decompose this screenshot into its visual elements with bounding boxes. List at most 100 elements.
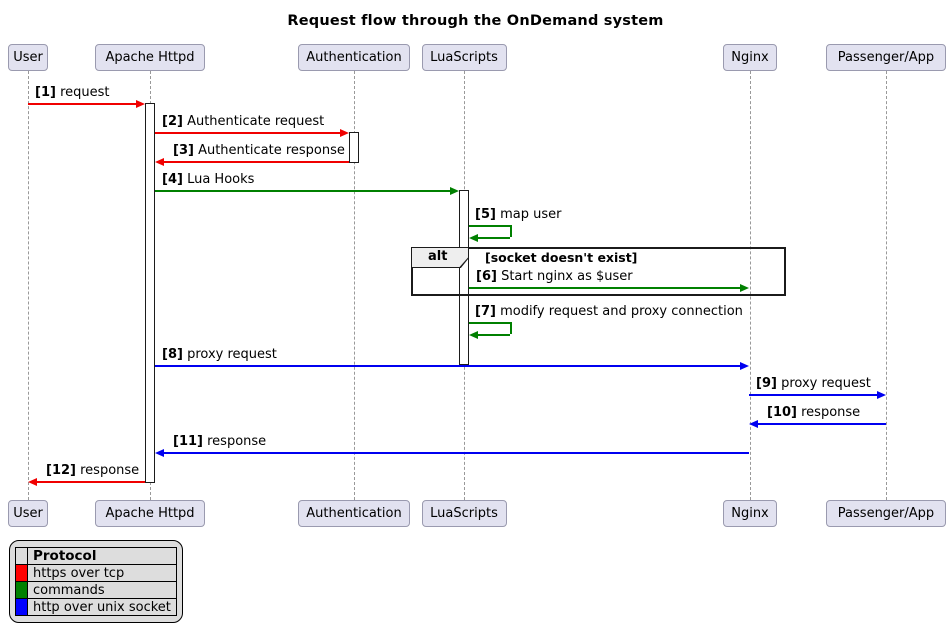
message-label: [12] response bbox=[46, 463, 139, 478]
lifeline-user bbox=[28, 71, 29, 500]
activation-bar bbox=[349, 132, 359, 163]
message-text: response bbox=[80, 463, 140, 478]
legend-label: commands bbox=[27, 581, 177, 599]
participant-box-top: Authentication bbox=[298, 44, 410, 71]
legend-row: http over unix socket bbox=[15, 598, 177, 616]
participant-box-bottom: Apache Httpd bbox=[95, 500, 205, 527]
message-seq: [6] bbox=[476, 269, 497, 284]
message-label: [6] Start nginx as $user bbox=[476, 269, 633, 284]
message-self-line-top bbox=[469, 322, 510, 324]
participant-box-bottom: User bbox=[8, 500, 48, 527]
message-line bbox=[155, 190, 451, 192]
message-seq: [1] bbox=[35, 85, 56, 100]
message-seq: [11] bbox=[173, 434, 203, 449]
message-line bbox=[749, 394, 878, 396]
participant-box-top: Nginx bbox=[723, 44, 777, 71]
message-label: [11] response bbox=[173, 434, 266, 449]
alt-frame bbox=[411, 247, 786, 296]
message-arrowhead bbox=[469, 331, 478, 339]
legend-swatch bbox=[15, 581, 28, 599]
message-line bbox=[28, 103, 137, 105]
message-label: [5] map user bbox=[475, 207, 561, 222]
alt-condition: [socket doesn't exist] bbox=[485, 250, 638, 265]
legend-label: http over unix socket bbox=[27, 598, 177, 616]
diagram-title: Request flow through the OnDemand system bbox=[287, 13, 664, 29]
message-text: Authenticate response bbox=[198, 143, 345, 158]
activation-bar bbox=[145, 103, 155, 483]
legend-row: commands bbox=[15, 581, 177, 599]
message-text: modify request and proxy connection bbox=[500, 304, 743, 319]
legend-header-row: Protocol bbox=[15, 547, 177, 565]
message-line bbox=[163, 161, 349, 163]
alt-tab bbox=[412, 248, 468, 267]
legend-label: https over tcp bbox=[27, 564, 177, 582]
message-seq: [4] bbox=[162, 172, 183, 187]
participant-box-bottom: Nginx bbox=[723, 500, 777, 527]
legend-swatch bbox=[15, 564, 28, 582]
message-seq: [12] bbox=[46, 463, 76, 478]
message-label: [3] Authenticate response bbox=[173, 143, 345, 158]
message-arrowhead bbox=[28, 478, 37, 486]
legend-row: https over tcp bbox=[15, 564, 177, 582]
message-line bbox=[155, 365, 741, 367]
message-text: proxy request bbox=[187, 347, 277, 362]
message-arrowhead bbox=[749, 420, 758, 428]
message-arrowhead bbox=[740, 362, 749, 370]
message-label: [1] request bbox=[35, 85, 110, 100]
message-label: [8] proxy request bbox=[162, 347, 277, 362]
participant-box-top: Passenger/App bbox=[826, 44, 946, 71]
message-arrowhead bbox=[469, 234, 478, 242]
message-label: [2] Authenticate request bbox=[162, 114, 324, 129]
message-self-line-right bbox=[510, 322, 512, 334]
message-text: map user bbox=[500, 207, 562, 222]
message-arrowhead bbox=[877, 391, 886, 399]
message-self-line-bottom bbox=[477, 237, 510, 239]
message-text: Authenticate request bbox=[187, 114, 325, 129]
legend-title: Protocol bbox=[27, 547, 177, 565]
message-line bbox=[36, 481, 145, 483]
participant-box-top: LuaScripts bbox=[421, 44, 507, 71]
participant-box-bottom: Authentication bbox=[298, 500, 410, 527]
participant-box-top: Apache Httpd bbox=[95, 44, 205, 71]
message-self-line-bottom bbox=[477, 334, 510, 336]
message-label: [10] response bbox=[767, 405, 860, 420]
participant-box-bottom: LuaScripts bbox=[421, 500, 507, 527]
message-self-line-top bbox=[469, 225, 510, 227]
message-seq: [3] bbox=[173, 143, 194, 158]
message-arrowhead bbox=[155, 449, 164, 457]
message-text: Lua Hooks bbox=[187, 172, 255, 187]
participant-box-bottom: Passenger/App bbox=[826, 500, 946, 527]
lifeline-authentication bbox=[354, 71, 355, 500]
message-self-line-right bbox=[510, 225, 512, 237]
activation-bar bbox=[459, 190, 469, 365]
message-line bbox=[469, 287, 741, 289]
message-text: request bbox=[60, 85, 110, 100]
message-seq: [7] bbox=[475, 304, 496, 319]
message-arrowhead bbox=[340, 129, 349, 137]
message-label: [9] proxy request bbox=[756, 376, 871, 391]
legend-swatch-empty bbox=[15, 547, 28, 565]
message-seq: [5] bbox=[475, 207, 496, 222]
message-line bbox=[163, 452, 749, 454]
message-line bbox=[155, 132, 341, 134]
participant-box-top: User bbox=[8, 44, 48, 71]
message-label: [4] Lua Hooks bbox=[162, 172, 254, 187]
message-seq: [9] bbox=[756, 376, 777, 391]
message-seq: [8] bbox=[162, 347, 183, 362]
message-arrowhead bbox=[136, 100, 145, 108]
message-label: [7] modify request and proxy connection bbox=[475, 304, 743, 319]
message-arrowhead bbox=[450, 187, 459, 195]
message-text: response bbox=[207, 434, 267, 449]
message-seq: [2] bbox=[162, 114, 183, 129]
message-arrowhead bbox=[155, 158, 164, 166]
message-arrowhead bbox=[740, 284, 749, 292]
message-text: response bbox=[801, 405, 861, 420]
lifeline-passenger-app bbox=[886, 71, 887, 500]
message-text: Start nginx as $user bbox=[501, 269, 633, 284]
alt-operator-label: alt bbox=[428, 249, 448, 264]
message-seq: [10] bbox=[767, 405, 797, 420]
message-line bbox=[757, 423, 886, 425]
